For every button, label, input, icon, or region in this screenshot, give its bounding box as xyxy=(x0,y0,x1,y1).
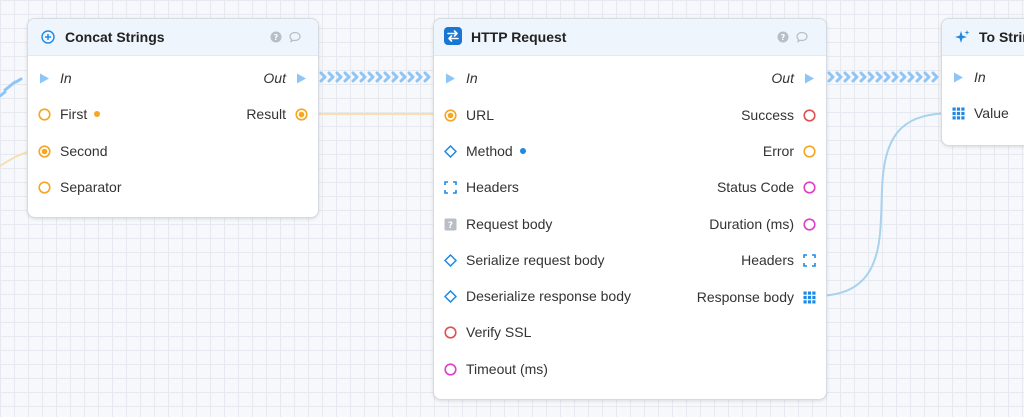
port-label-success: Success xyxy=(741,107,794,123)
input-port-request-body[interactable]: ? Request body xyxy=(444,214,552,234)
port-label-value: Value xyxy=(974,105,1009,121)
map-pin-icon[interactable] xyxy=(803,253,816,267)
port-label-method: Method xyxy=(466,143,513,159)
node-title: To String xyxy=(979,29,1024,45)
value-set-indicator xyxy=(94,111,101,117)
number-pin-icon[interactable] xyxy=(803,217,816,231)
exec-wire-into-concat xyxy=(0,77,23,98)
input-port-serialize-request-body[interactable]: Serialize request body xyxy=(444,250,605,270)
in-label: In xyxy=(60,70,72,86)
enum-pin-icon[interactable] xyxy=(444,289,457,303)
input-port-separator[interactable]: Separator xyxy=(38,177,121,197)
port-label-deserialize-response-body: Deserialize response body xyxy=(466,288,631,304)
comment-icon[interactable] xyxy=(796,31,808,43)
number-pin-icon[interactable] xyxy=(803,180,816,194)
port-label-second: Second xyxy=(60,143,108,159)
exec-out-port[interactable]: Out xyxy=(263,68,308,88)
string-pin-connected-icon[interactable] xyxy=(38,144,51,158)
struct-grid-pin-icon[interactable] xyxy=(803,291,816,304)
node-title: HTTP Request xyxy=(471,29,567,45)
value-set-indicator xyxy=(519,148,526,154)
boolean-pin-icon[interactable] xyxy=(803,108,816,122)
exec-wire-concat-to-http xyxy=(319,71,431,83)
help-icon[interactable]: ? xyxy=(270,31,282,43)
exec-out-pin-icon[interactable] xyxy=(295,72,308,85)
output-port-error[interactable]: Error xyxy=(763,141,816,161)
to-string-node[interactable]: To String In Value xyxy=(941,18,1024,146)
map-pin-icon[interactable] xyxy=(444,180,457,194)
port-label-response-body: Response body xyxy=(696,289,794,305)
any-type-pin-icon[interactable]: ? xyxy=(444,218,457,231)
svg-text:?: ? xyxy=(274,33,279,42)
port-label-result: Result xyxy=(246,106,286,122)
http-request-node[interactable]: HTTP Request ? In Out URL Method Headers… xyxy=(433,18,827,400)
swap-arrows-icon xyxy=(444,27,462,45)
port-label-status-code: Status Code xyxy=(716,179,794,195)
exec-in-pin-icon[interactable] xyxy=(952,71,965,84)
string-pin-connected-icon[interactable] xyxy=(444,108,457,122)
enum-pin-icon[interactable] xyxy=(444,253,457,267)
input-port-value[interactable]: Value xyxy=(952,103,1009,123)
exec-in-pin-icon[interactable] xyxy=(444,72,457,85)
node-header[interactable]: HTTP Request ? xyxy=(434,19,826,56)
port-label-headers: Headers xyxy=(466,179,519,195)
exec-out-port[interactable]: Out xyxy=(771,68,816,88)
struct-grid-pin-icon[interactable] xyxy=(952,107,965,120)
svg-text:?: ? xyxy=(448,221,453,231)
out-label: Out xyxy=(263,70,286,86)
input-port-first[interactable]: First xyxy=(38,104,101,124)
exec-out-pin-icon[interactable] xyxy=(803,72,816,85)
node-header[interactable]: Concat Strings ? xyxy=(28,19,318,56)
port-label-error: Error xyxy=(762,143,794,159)
sparkle-icon xyxy=(955,30,970,43)
output-port-duration[interactable]: Duration (ms) xyxy=(709,214,816,234)
output-port-headers[interactable]: Headers xyxy=(741,250,816,270)
string-pin-icon[interactable] xyxy=(38,107,51,121)
node-title: Concat Strings xyxy=(65,29,165,45)
string-pin-icon[interactable] xyxy=(38,180,51,194)
in-label: In xyxy=(974,69,986,85)
number-pin-icon[interactable] xyxy=(444,362,457,376)
port-label-duration: Duration (ms) xyxy=(709,216,794,232)
input-port-timeout[interactable]: Timeout (ms) xyxy=(444,359,548,379)
svg-text:?: ? xyxy=(781,33,786,42)
port-label-timeout: Timeout (ms) xyxy=(466,361,548,377)
output-port-result[interactable]: Result xyxy=(246,104,308,124)
exec-in-pin-icon[interactable] xyxy=(38,72,51,85)
struct-wire-response-to-value xyxy=(814,112,956,297)
input-port-url[interactable]: URL xyxy=(444,105,494,125)
exec-in-port[interactable]: In xyxy=(952,67,986,87)
exec-wire-http-to-tostring xyxy=(827,71,939,83)
help-icon[interactable]: ? xyxy=(777,31,789,43)
input-port-method[interactable]: Method xyxy=(444,141,526,161)
port-label-request-body: Request body xyxy=(466,216,553,232)
port-label-first: First xyxy=(60,106,88,122)
plus-circle-icon xyxy=(41,30,55,44)
output-port-response-body[interactable]: Response body xyxy=(697,287,816,307)
port-label-url: URL xyxy=(466,107,495,123)
comment-icon[interactable] xyxy=(289,31,301,43)
node-header[interactable]: To String xyxy=(942,19,1024,56)
output-port-status-code[interactable]: Status Code xyxy=(717,177,816,197)
input-port-second[interactable]: Second xyxy=(38,141,107,161)
concat-strings-node[interactable]: Concat Strings ? In Out First Second Sep… xyxy=(27,18,319,218)
in-label: In xyxy=(466,70,478,86)
exec-in-port[interactable]: In xyxy=(444,68,478,88)
port-label-verify-ssl: Verify SSL xyxy=(466,324,532,340)
input-port-verify-ssl[interactable]: Verify SSL xyxy=(444,322,531,342)
string-pin-connected-icon[interactable] xyxy=(295,107,308,121)
port-label-separator: Separator xyxy=(60,179,122,195)
enum-pin-icon[interactable] xyxy=(444,144,457,158)
port-label-headers-out: Headers xyxy=(741,252,794,268)
boolean-pin-icon[interactable] xyxy=(444,325,457,339)
input-port-deserialize-response-body[interactable]: Deserialize response body xyxy=(444,286,631,306)
input-port-headers[interactable]: Headers xyxy=(444,177,519,197)
exec-in-port[interactable]: In xyxy=(38,68,72,88)
string-pin-icon[interactable] xyxy=(803,144,816,158)
out-label: Out xyxy=(771,70,794,86)
output-port-success[interactable]: Success xyxy=(741,105,816,125)
port-label-serialize-request-body: Serialize request body xyxy=(466,252,605,268)
